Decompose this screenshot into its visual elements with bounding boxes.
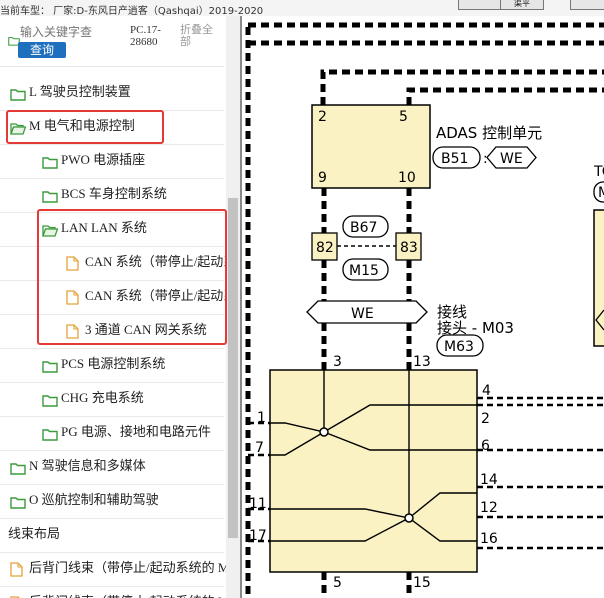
tree-item[interactable]: LAN LAN 系统 — [0, 212, 224, 247]
collapse-all-button[interactable]: 折叠全 部 — [180, 23, 213, 48]
adas-code: B51 — [441, 151, 468, 167]
sidebar-scrollbar[interactable] — [226, 16, 240, 598]
tree-item-label: 后背门线束（带停止/起动系统的 M — [29, 560, 230, 575]
folder-icon — [42, 188, 58, 203]
tree-item-label: L 驾驶员控制装置 — [29, 84, 131, 99]
tree-item[interactable]: 3 通道 CAN 网关系统 — [0, 314, 224, 349]
tree-item-label: 线束布局 — [8, 526, 61, 541]
splice-code: M63 — [444, 339, 474, 355]
tree-item[interactable]: CAN 系统（带停止/起动系统） — [0, 246, 240, 281]
connector-code-b67: B67 — [350, 220, 377, 236]
tree-item[interactable]: PCS 电源控制系统 — [0, 348, 224, 383]
splice-bottom-pin-15: 15 — [413, 575, 431, 591]
splice-label-2: 接头 - M03 — [437, 319, 514, 337]
folder-icon — [10, 86, 26, 101]
tree-item[interactable]: N 驾驶信息和多媒体 — [0, 450, 224, 485]
folder-icon — [10, 460, 26, 475]
search-button[interactable]: 查询 — [18, 42, 66, 58]
tree-item-label: PG 电源、接地和电路元件 — [61, 424, 211, 439]
splice-label-1: 接线 — [437, 303, 467, 321]
splice-right-pin-2: 2 — [481, 411, 490, 427]
folder-icon — [42, 392, 58, 407]
tree-item-label: O 巡航控制和辅助驾驶 — [29, 492, 159, 507]
tree-item[interactable]: 后背门线束（带停止/起动系统的 M — [0, 552, 229, 587]
splice-right-pin-4: 4 — [482, 383, 491, 399]
adas-pin-5: 5 — [399, 109, 408, 125]
document-icon — [66, 256, 82, 271]
toolbar-button-2[interactable]: 渠平 — [500, 0, 544, 10]
splice-box — [269, 369, 478, 573]
tree-item-label: CAN 系统（带停止/起动系统） — [85, 288, 240, 303]
splice-right-pin-6: 6 — [481, 438, 490, 454]
tree-item[interactable]: 后背门线束（带停止/起动系统的 M — [0, 586, 229, 598]
document-icon — [66, 324, 82, 339]
splice-left-pin-7: 7 — [255, 440, 264, 456]
folder-icon — [42, 426, 58, 441]
tree-item-label: 后背门线束（带停止/起动系统的 M — [29, 594, 229, 598]
folder-icon — [42, 358, 58, 373]
connector-pin-82: 82 — [316, 240, 334, 256]
folder-open-icon — [42, 222, 59, 237]
divider — [0, 66, 224, 67]
tree-item[interactable]: BCS 车身控制系统 — [0, 178, 224, 213]
connector-code-m15: M15 — [349, 263, 379, 279]
scrollbar-thumb[interactable] — [228, 198, 238, 538]
splice-right-pin-16: 16 — [480, 531, 498, 547]
connector-pin-83: 83 — [400, 240, 418, 256]
tree-item[interactable]: PG 电源、接地和电路元件 — [0, 416, 224, 451]
tree-item-label: CAN 系统（带停止/起动系统） — [85, 254, 240, 269]
tree-item[interactable]: 线束布局 — [0, 518, 224, 553]
splice-top-pin-3: 3 — [333, 354, 342, 370]
tree-item[interactable]: CHG 充电系统 — [0, 382, 224, 417]
tree-item-label: PCS 电源控制系统 — [61, 356, 166, 371]
folder-open-icon — [10, 120, 27, 135]
wiring-diagram: 2 5 9 10 ADAS 控制单元 B51 : WE TC M 82 83 B… — [242, 16, 604, 598]
search-area: 查询 PC.17- 28680 折叠全 部 — [0, 16, 224, 67]
tree-item-label: 3 通道 CAN 网关系统 — [85, 322, 207, 337]
vehicle-info: 当前车型： 厂家:D-东风日产逍客（Qashqai）2019-2020 — [0, 6, 264, 17]
sidebar: 查询 PC.17- 28680 折叠全 部 L 驾驶员控制装置 M 电气和电源控制… — [0, 16, 240, 598]
splice-bottom-pin-5: 5 — [333, 575, 342, 591]
tree-item-label: BCS 车身控制系统 — [61, 186, 167, 201]
toolbar-button-3[interactable] — [570, 0, 604, 10]
folder-icon — [10, 494, 26, 509]
tree-item-label: PWO 电源插座 — [61, 152, 146, 167]
tree-item-label: LAN LAN 系统 — [61, 220, 147, 235]
search-input[interactable] — [18, 24, 122, 40]
right-module-code: M — [598, 185, 604, 201]
splice-right-pin-14: 14 — [480, 472, 498, 488]
tree-item-label: M 电气和电源控制 — [29, 118, 135, 133]
adas-pin-10: 10 — [398, 170, 416, 186]
splice-top-pin-13: 13 — [413, 354, 431, 370]
toolbar-button-1[interactable] — [458, 0, 502, 10]
splice-left-pin-11: 11 — [249, 496, 267, 512]
tree-item-label: N 驾驶信息和多媒体 — [29, 458, 146, 473]
adas-module-box — [311, 104, 431, 189]
panel-splitter[interactable] — [240, 16, 242, 598]
adas-pin-2: 2 — [318, 109, 327, 125]
svg-text::: : — [483, 151, 488, 167]
document-icon — [10, 562, 26, 577]
adas-connector: WE — [500, 151, 523, 167]
adas-title: ADAS 控制单元 — [436, 124, 542, 142]
adas-pin-9: 9 — [318, 170, 327, 186]
document-icon — [66, 290, 82, 305]
top-bar: 当前车型： 厂家:D-东风日产逍客（Qashqai）2019-2020 渠平 — [0, 0, 604, 17]
splice-left-pin-17: 17 — [249, 528, 267, 544]
wiring-diagram-canvas: 2 5 9 10 ADAS 控制单元 B51 : WE TC M 82 83 B… — [245, 22, 604, 598]
right-module-label: TC — [593, 164, 604, 180]
tree-item[interactable]: O 巡航控制和辅助驾驶 — [0, 484, 224, 519]
tree-item[interactable]: CAN 系统（带停止/起动系统） — [0, 280, 240, 315]
tree-item[interactable]: M 电气和电源控制 — [0, 110, 224, 145]
tree-item-label: CHG 充电系统 — [61, 390, 144, 405]
code-text: PC.17- 28680 — [130, 24, 161, 48]
tree-item[interactable]: L 驾驶员控制装置 — [0, 76, 224, 111]
tree-item[interactable]: PWO 电源插座 — [0, 144, 224, 179]
bus-label: WE — [351, 306, 374, 322]
folder-icon — [42, 154, 58, 169]
splice-right-pin-12: 12 — [480, 500, 498, 516]
splice-left-pin-1: 1 — [257, 410, 266, 426]
